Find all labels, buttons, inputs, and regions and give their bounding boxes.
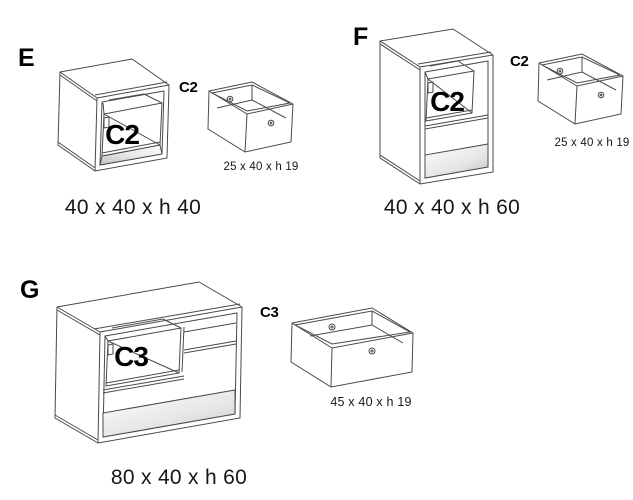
basket-f-body <box>537 53 624 125</box>
unit-g-drawing: C3 <box>54 281 243 444</box>
grommet-icon <box>328 323 336 331</box>
section-letter-e: E <box>18 44 35 72</box>
basket-g-drawing <box>290 307 414 388</box>
basket-f-drawing <box>537 53 624 125</box>
box-ref-label-f: C2 <box>510 53 529 70</box>
grommet-icon <box>368 347 376 355</box>
box-ref-label-g: C3 <box>260 304 279 321</box>
section-letter-f: F <box>353 23 369 51</box>
grommet-icon <box>226 95 234 103</box>
insert-label-e: C2 <box>105 119 139 150</box>
unit-e-insert-box: C2 <box>101 93 163 157</box>
unit-f-dimensions: 40 x 40 x h 60 <box>383 196 521 219</box>
basket-e-drawing <box>207 81 294 153</box>
grommet-icon <box>267 119 275 127</box>
unit-f-drawing: C2 <box>379 28 494 185</box>
basket-g-dimensions: 45 x 40 x h 19 <box>330 395 412 409</box>
insert-label-g: C3 <box>114 341 148 372</box>
unit-f-insert-box: C2 <box>424 60 475 122</box>
grommet-icon <box>597 91 605 99</box>
basket-f-dimensions: 25 x 40 x h 19 <box>554 137 630 149</box>
section-letter-g: G <box>20 276 40 304</box>
grommet-icon <box>556 67 564 75</box>
unit-g-insert-box: C3 <box>104 318 185 387</box>
basket-g-body <box>290 307 414 388</box>
unit-g-dimensions: 80 x 40 x h 60 <box>110 466 248 489</box>
unit-e-drawing: C2 <box>57 58 170 172</box>
unit-e-dimensions: 40 x 40 x h 40 <box>64 196 202 219</box>
insert-label-f: C2 <box>430 86 464 117</box>
basket-e-body <box>207 81 294 153</box>
unit-f-floor-shading <box>424 143 489 179</box>
box-ref-label-e: C2 <box>179 79 198 96</box>
unit-g-floor-shading <box>102 389 236 438</box>
basket-e-dimensions: 25 x 40 x h 19 <box>223 161 299 173</box>
